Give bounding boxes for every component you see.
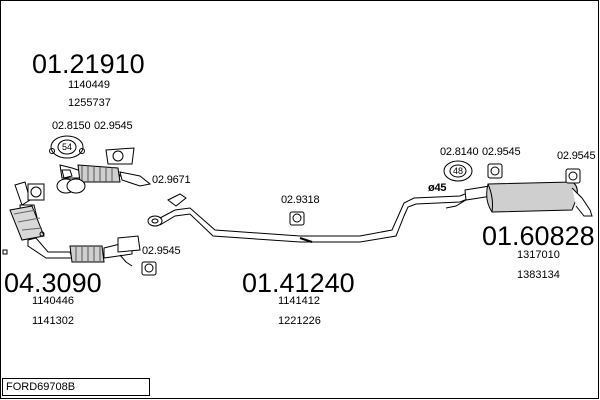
catalyst-rubber-mount — [141, 261, 157, 276]
accessory-code: 02.9545 — [557, 150, 596, 162]
front-pipe-ref-2: 1255737 — [68, 97, 111, 109]
catalyst-ref-1: 1140446 — [32, 295, 75, 307]
catalyst-drawing — [2, 181, 141, 267]
accessory-code: 02.9318 — [281, 194, 320, 206]
middle-pipe-part-number: 01.41240 — [242, 268, 355, 298]
accessory-code: 02.9545 — [94, 120, 133, 132]
front-ring-gasket — [49, 135, 85, 159]
middle-pipe-ref-1: 1141412 — [278, 295, 321, 307]
catalyst-ref-2: 1141302 — [32, 315, 75, 327]
diagram-code: FORD69708B — [6, 381, 76, 393]
accessory-code: 02.9545 — [482, 146, 521, 158]
rear-silencer-part-number: 01.60828 — [482, 221, 595, 251]
middle-pipe-drawing — [147, 191, 471, 243]
front-pipe-drawing — [56, 164, 152, 194]
front-pipe-ref-1: 1140449 — [68, 79, 111, 91]
rear-silencer-drawing — [445, 181, 593, 217]
rear-silencer-ref-1: 1317010 — [517, 249, 560, 261]
middle-pipe-ref-2: 1221226 — [278, 315, 321, 327]
middle-rubber-mount — [289, 211, 305, 226]
front-clamp-gasket — [105, 147, 135, 165]
rear-rubber-mount-1 — [487, 163, 503, 179]
catalyst-part-number: 04.3090 — [4, 268, 102, 298]
rear-rubber-mount-2 — [565, 168, 581, 184]
gasket-size-48: 48 — [453, 166, 464, 176]
front-pipe-part-number: 01.21910 — [32, 49, 145, 79]
rear-silencer-ref-2: 1383134 — [517, 269, 560, 281]
accessory-code: 02.8150 — [52, 120, 91, 132]
diagram-code-box: FORD69708B — [2, 378, 150, 396]
accessory-code: 02.9671 — [152, 174, 191, 186]
rear-ring-gasket — [443, 160, 473, 182]
accessory-code: 02.8140 — [440, 146, 479, 158]
accessory-code: 02.9545 — [142, 245, 181, 257]
gasket-size-54: 54 — [62, 142, 73, 152]
pipe-diameter-label: ø45 — [428, 182, 447, 194]
